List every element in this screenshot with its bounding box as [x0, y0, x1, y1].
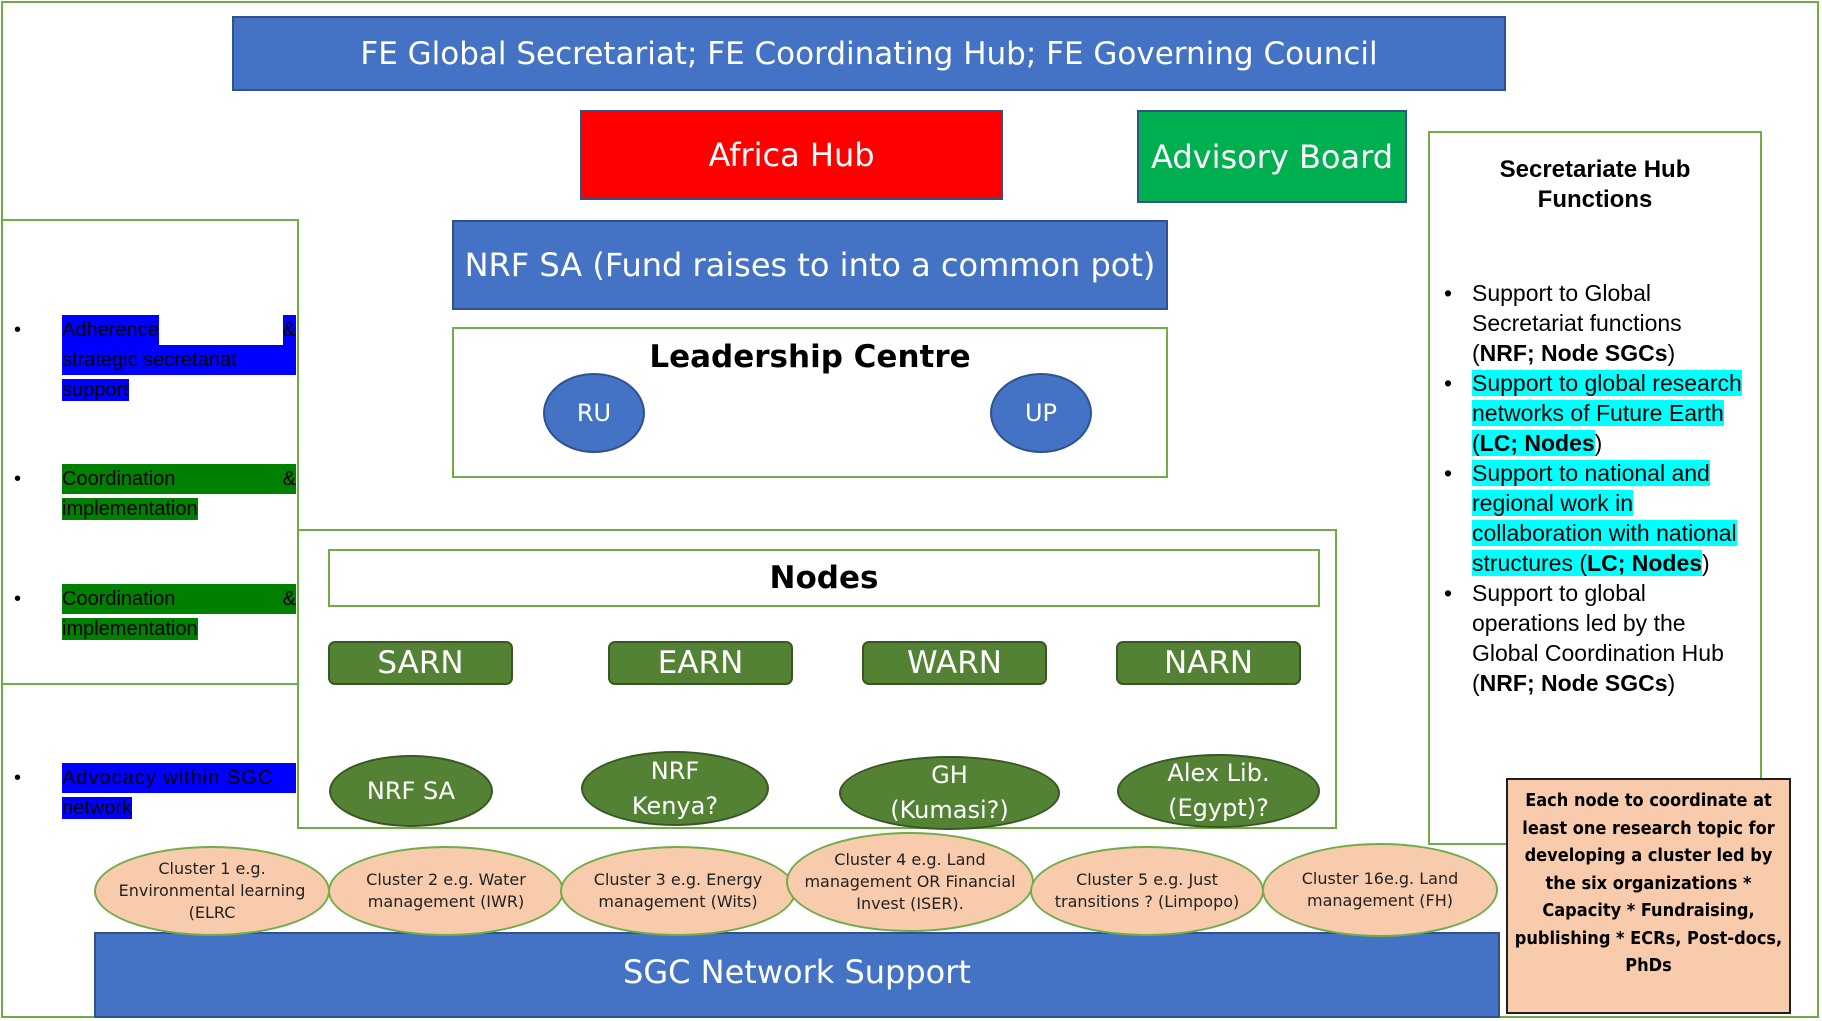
cluster-coordination-note: Each node to coordinate at least one res… [1506, 778, 1791, 1014]
function-end: ) [1594, 430, 1603, 456]
network-earn: EARN [608, 641, 793, 685]
leadership-member-ru: RU [543, 373, 645, 453]
left-function-word: & [282, 588, 296, 610]
node-host-gh-kumasi: GH (Kumasi?) [839, 756, 1060, 830]
left-function-line: implementation [62, 618, 198, 640]
left-function-word: Advocacy within SGC [62, 767, 274, 789]
function-end: ) [1702, 550, 1710, 576]
nodes-title-box: Nodes [328, 549, 1320, 607]
function-responsible: LC; Nodes [1479, 430, 1595, 456]
left-function-word: & [282, 468, 296, 490]
function-text: Support to national and regional work in… [1472, 460, 1737, 576]
sgc-network-support-bar: SGC Network Support [94, 932, 1500, 1018]
bullet-icon: • [14, 468, 22, 490]
secretariat-functions-list: • Support to Global Secretariat function… [1440, 278, 1750, 698]
network-warn: WARN [862, 641, 1047, 685]
node-host-line: NRF [650, 756, 700, 785]
left-function-line: implementation [62, 498, 198, 520]
left-function-line: support [62, 379, 129, 401]
left-function-word: & [282, 315, 296, 345]
function-responsible: NRF; Node SGCs [1479, 340, 1668, 366]
leadership-member-up: UP [990, 373, 1092, 453]
bullet-icon: • [1444, 370, 1453, 396]
node-host-alex-lib: Alex Lib. (Egypt)? [1117, 754, 1320, 828]
bullet-icon: • [14, 588, 22, 610]
left-function-line: strategic secretariat [62, 345, 296, 375]
cluster-3: Cluster 3 e.g. Energy management (Wits) [560, 846, 796, 936]
function-responsible: LC; Nodes [1587, 550, 1703, 576]
node-host-line: Alex Lib. [1167, 759, 1270, 787]
node-host-line: (Kumasi?) [890, 796, 1009, 824]
global-secretariat-banner: FE Global Secretariat; FE Coordinating H… [232, 16, 1506, 91]
secretariat-functions-title: Secretariate Hub Functions [1499, 156, 1691, 213]
bullet-icon: • [14, 767, 22, 789]
bullet-icon: • [14, 319, 22, 341]
secretariat-function-item: • Support to Global Secretariat function… [1440, 278, 1750, 368]
secretariat-function-item: • Support to global operations led by th… [1440, 578, 1750, 698]
secretariat-function-item: • Support to national and regional work … [1440, 458, 1750, 578]
function-text: Support to global research networks of F… [1472, 370, 1742, 456]
network-sarn: SARN [328, 641, 513, 685]
advisory-board-box: Advisory Board [1137, 110, 1407, 203]
africa-hub-box: Africa Hub [580, 110, 1003, 200]
cluster-5: Cluster 5 e.g. Just transitions ? (Limpo… [1030, 846, 1264, 936]
node-host-nrf-kenya: NRF Kenya? [581, 751, 769, 826]
left-function-word: Adherence [62, 315, 159, 345]
function-responsible: NRF; Node SGCs [1479, 670, 1668, 696]
cluster-1: Cluster 1 e.g. Environmental learning (E… [94, 846, 330, 936]
bullet-icon: • [1444, 280, 1453, 306]
nrf-sa-funding-bar: NRF SA (Fund raises to into a common pot… [452, 220, 1168, 310]
secretariat-functions-panel [1428, 131, 1762, 845]
node-host-line: Kenya? [631, 791, 719, 820]
bullet-icon: • [1444, 580, 1453, 606]
function-text: Support to global operations led by the … [1472, 580, 1724, 696]
cluster-16: Cluster 16e.g. Land management (FH) [1262, 843, 1498, 937]
nodes-title: Nodes [769, 560, 879, 596]
network-narn: NARN [1116, 641, 1301, 685]
node-host-line: (Egypt)? [1168, 794, 1269, 822]
function-end: ) [1667, 670, 1676, 696]
cluster-4: Cluster 4 e.g. Land management OR Financ… [786, 832, 1034, 932]
function-end: ) [1667, 340, 1676, 366]
secretariat-function-item: • Support to global research networks of… [1440, 368, 1750, 458]
node-host-line: NRF SA [366, 776, 456, 805]
function-text: Support to Global Secretariat functions … [1472, 280, 1682, 366]
left-function-word: Coordination [62, 588, 176, 610]
bullet-icon: • [1444, 460, 1453, 486]
node-host-line: GH [931, 761, 968, 789]
leadership-centre-title: Leadership Centre [649, 339, 971, 375]
left-function-word: Coordination [62, 468, 176, 490]
cluster-2: Cluster 2 e.g. Water management (IWR) [328, 846, 564, 936]
node-host-nrf-sa: NRF SA [329, 755, 493, 827]
left-function-line: network [62, 797, 133, 819]
